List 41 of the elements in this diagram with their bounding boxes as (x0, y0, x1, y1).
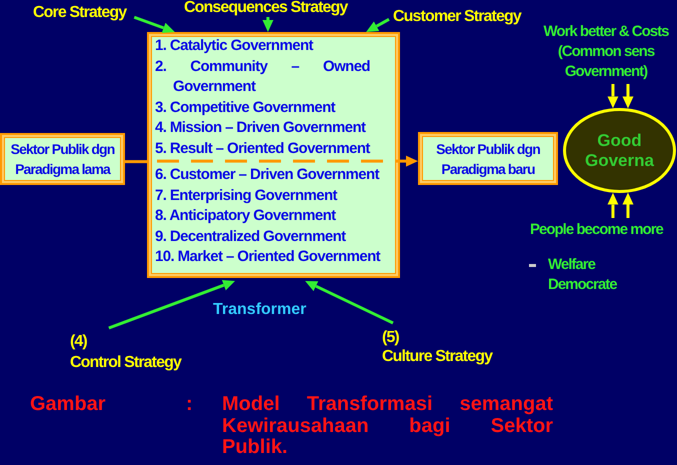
box-label: Sektor Publik dgn Paradigma baru (435, 140, 541, 178)
list-item: 7. Enterprising Government (155, 186, 338, 206)
arrow (607, 84, 618, 108)
list-item: 10. Market – Oriented Government (155, 247, 382, 267)
arrow (607, 192, 618, 218)
list-item: 3. Competitive Government (155, 98, 336, 118)
connector-line (125, 160, 147, 164)
caption-colon: : (186, 394, 193, 416)
list-item: 6. Customer – Driven Government (155, 165, 380, 185)
paradigm-box (0, 133, 125, 185)
goal-note: Work better & Costs (Common sens Government) (535, 22, 677, 82)
arrow (262, 17, 274, 32)
caption-text: Model Transformasi semangat Kewirausahaan bagi Sektor Publik. (222, 394, 553, 458)
box-label: Sektor Publik dgn Paradigma lama (10, 140, 116, 179)
strategy-label: Customer Strategy (393, 7, 521, 26)
strategy-label: Consequences Strategy (184, 0, 348, 16)
list-item: 2. Community – Owned Government (155, 56, 371, 97)
strategy-label: Culture Strategy (382, 347, 492, 366)
arrow (622, 84, 634, 108)
strategy-label: Core Strategy (33, 3, 126, 22)
list-item: 4. Mission – Driven Government (155, 118, 367, 138)
arrow (108, 280, 236, 330)
arrow (622, 192, 634, 218)
caption-label: Gambar (30, 394, 106, 416)
strategy-number: (5) (382, 328, 400, 347)
list-item-text: Welfare Democrate (548, 255, 618, 295)
outcome-text: People become more (530, 220, 663, 240)
arrow (366, 18, 390, 32)
arrow (305, 281, 394, 324)
list-item: 1. Catalytic Government (155, 36, 314, 56)
list-box (147, 32, 400, 278)
list-item: 5. Result – Oriented Government (155, 138, 372, 158)
strategy-number: (4) (70, 332, 88, 352)
ellipse-label: Good Governa (584, 130, 655, 170)
transformer-label: Transformer (213, 300, 306, 319)
goal-ellipse (563, 108, 676, 193)
strategy-label: Control Strategy (70, 353, 181, 373)
list-item: 9. Decentralized Government (155, 226, 347, 246)
arrow (134, 16, 175, 34)
paradigm-box (418, 132, 558, 185)
list-item: 8. Anticipatory Government (155, 206, 337, 226)
